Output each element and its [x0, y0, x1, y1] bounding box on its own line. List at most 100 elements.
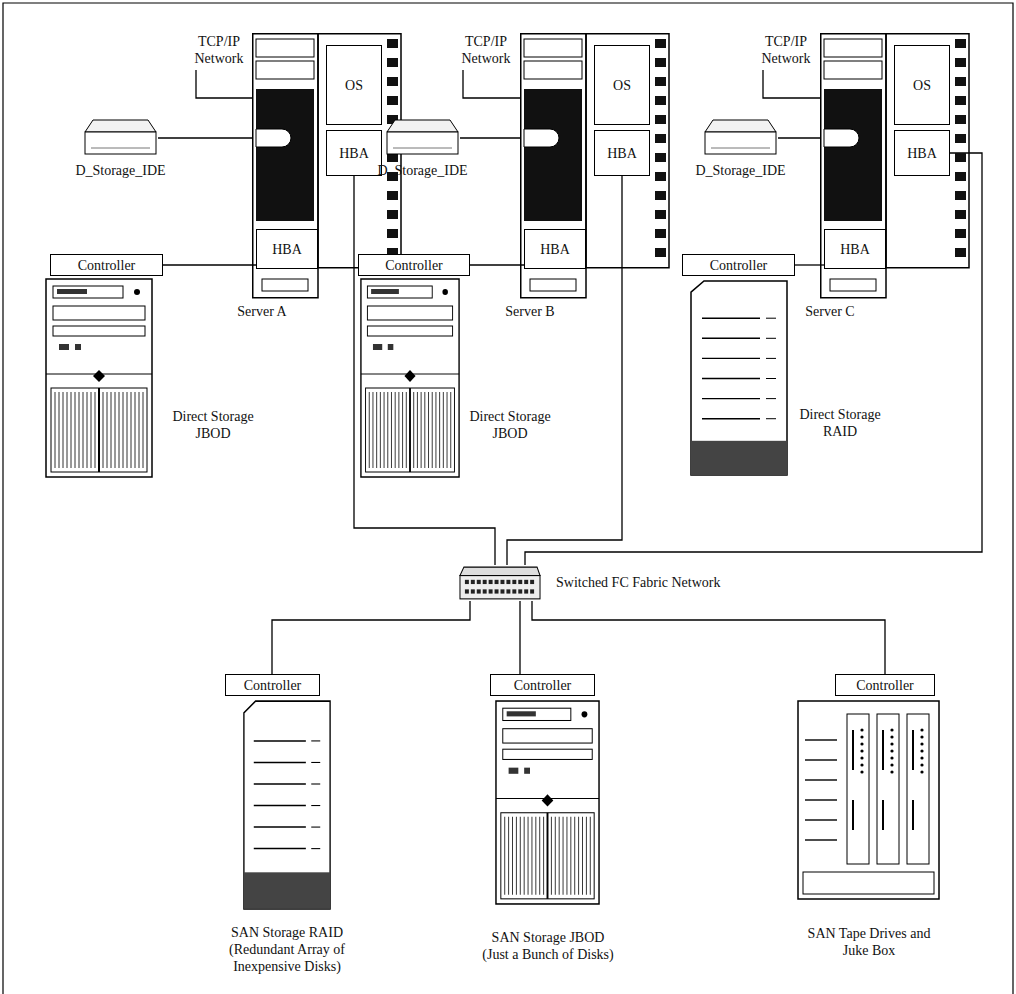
cable-line: [354, 176, 495, 565]
drawing-part: [890, 742, 893, 745]
drawing-part: [384, 392, 385, 468]
drawing-part: [524, 89, 582, 221]
drawing-part: [503, 729, 592, 743]
cable-line: [163, 264, 256, 265]
drawing-part: [59, 392, 60, 468]
node-caption: D_Storage_IDE: [360, 162, 485, 179]
drawing-part: [471, 580, 475, 584]
drawing-part: [824, 89, 882, 221]
drawing-part: [442, 289, 448, 295]
node-text: D_Storage_IDE: [58, 162, 183, 179]
component-box: HBA: [256, 229, 318, 269]
drawing-part: [955, 229, 966, 238]
drawing-part: [955, 172, 966, 181]
node-text: OS: [345, 77, 363, 94]
node-caption: D_Storage_IDE: [678, 162, 803, 179]
component-box: HBA: [594, 130, 650, 176]
drawing-part: [443, 392, 444, 468]
drawing-part: [805, 759, 837, 760]
box-text: HBA: [272, 241, 302, 258]
drawing-part: [483, 589, 487, 593]
drawing-part: [115, 392, 116, 468]
drawing-part: [406, 392, 407, 468]
drawing-part: [524, 39, 582, 57]
drawing-part: [882, 730, 884, 770]
drawing-part: [547, 813, 549, 899]
ide-drive-drawing: [703, 118, 778, 158]
drawing-part: [398, 392, 399, 468]
drawing-part: [516, 817, 517, 895]
drawing-part: [655, 172, 666, 181]
node-caption: SAN Tape Drives and Juke Box: [803, 925, 935, 959]
drawing-part: [531, 817, 532, 895]
drawing-part: [85, 120, 156, 132]
drawing-part: [509, 768, 519, 774]
drawing-part: [524, 580, 528, 584]
drawing-part: [395, 392, 396, 468]
drawing-part: [413, 392, 414, 468]
drawing-part: [393, 148, 452, 149]
drawing-part: [766, 378, 776, 379]
box-text: HBA: [907, 145, 937, 162]
node-text: Controller: [244, 677, 302, 694]
node-caption: Server A: [217, 303, 307, 320]
node-text: Direct Storage JBOD: [458, 408, 562, 442]
drawing-part: [847, 714, 869, 864]
drawing-part: [798, 701, 939, 899]
drawing-part: [372, 392, 373, 468]
drawing-part: [860, 749, 863, 752]
drawing-part: [95, 392, 96, 468]
drawing-part: [127, 392, 128, 468]
drawing-part: [367, 286, 432, 298]
drawing-part: [524, 768, 530, 774]
drawing-part: [500, 580, 504, 584]
drawing-part: [702, 358, 760, 359]
jbod-storage: SAN Storage JBOD(Just a Bunch of Disks): [495, 700, 600, 905]
drawing-part: [955, 210, 966, 219]
drawing-part: [877, 714, 899, 864]
drawing-part: [75, 344, 81, 350]
drawing-part: [428, 392, 429, 468]
drawing-part: [424, 392, 425, 468]
drawing-part: [852, 800, 854, 830]
drawing-part: [107, 392, 108, 468]
drawing-part: [387, 120, 458, 132]
component-box: Controller: [682, 254, 795, 276]
network-label: TCP/IP Network: [455, 33, 517, 67]
cable-line: [532, 601, 885, 674]
drawing-part: [465, 589, 469, 593]
drawing-part: [566, 817, 567, 895]
drawing-part: [477, 580, 481, 584]
drawing-part: [705, 132, 776, 154]
box-text: OS: [613, 77, 631, 94]
jbod-storage-drawing: [360, 278, 460, 478]
drawing-part: [890, 770, 893, 773]
drawing-part: [85, 132, 156, 154]
drawing-part: [253, 34, 318, 298]
drawing-part: [582, 817, 583, 895]
box-text: OS: [913, 77, 931, 94]
drawing-part: [518, 580, 522, 584]
drawing-part: [912, 800, 914, 830]
drawing-part: [766, 398, 776, 399]
drawing-part: [387, 392, 388, 468]
box-text: Controller: [385, 257, 443, 274]
raid-storage: SAN Storage RAID(Redundant Array of Inex…: [243, 700, 331, 910]
ide-drive: D_Storage_IDE: [83, 118, 158, 158]
drawing-part: [518, 589, 522, 593]
drawing-part: [495, 589, 499, 593]
drawing-part: [543, 817, 544, 895]
drawing-part: [890, 756, 893, 759]
drawing-part: [387, 39, 398, 48]
tape-library: SAN Tape Drives and Juke Box: [797, 700, 940, 900]
drawing-part: [702, 398, 760, 399]
drawing-part: [890, 728, 893, 731]
node-caption: SAN Storage RAID(Redundant Array of Inex…: [207, 924, 367, 975]
drawing-part: [111, 392, 112, 468]
drawing-part: [655, 77, 666, 86]
node-text: SAN Storage RAID: [207, 924, 367, 941]
drawing-part: [59, 344, 69, 350]
page-frame: [3, 3, 1013, 994]
drawing-part: [539, 817, 540, 895]
drawing-part: [311, 827, 320, 828]
